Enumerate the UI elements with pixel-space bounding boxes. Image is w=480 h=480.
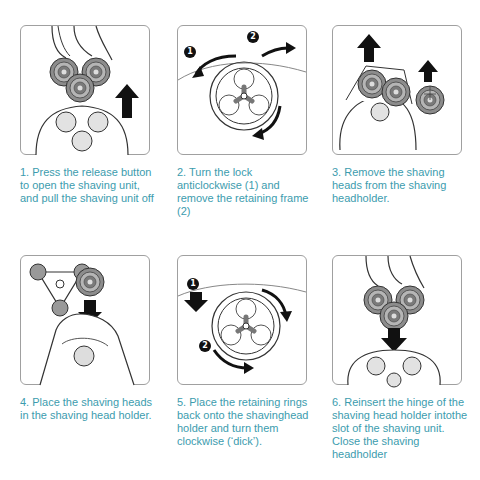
- panel-2-art: [178, 31, 306, 140]
- panel-6-art: [348, 256, 440, 387]
- callout-number: 2: [199, 340, 211, 352]
- panel-frame: [20, 255, 150, 385]
- panel-5-art: [178, 278, 306, 374]
- step-panel: 1. Press the release button to open the …: [20, 25, 156, 240]
- panel-frame: [332, 25, 462, 155]
- step-panel: 3. Remove the shaving heads from the sha…: [332, 25, 468, 240]
- step-caption: 3. Remove the shaving heads from the sha…: [332, 166, 468, 205]
- step-caption: 5. Place the retaining rings back onto t…: [177, 396, 313, 448]
- panel-1-art: [36, 26, 139, 155]
- callout-number: 2: [247, 31, 259, 43]
- step-caption: 6. Reinsert the hinge of the shaving hea…: [332, 396, 468, 461]
- step-caption: 1. Press the release button to open the …: [20, 166, 156, 205]
- step-panel: 2. Turn the lock anticlockwise (1) and r…: [177, 25, 313, 240]
- step-caption: 4. Place the shaving heads in the shavin…: [20, 396, 156, 422]
- panel-frame: [332, 255, 462, 385]
- panel-frame: [177, 255, 307, 385]
- panel-4-art: [30, 264, 134, 385]
- panel-3-art: [340, 34, 444, 150]
- panel-frame: [20, 25, 150, 155]
- callout-number: 1: [187, 278, 199, 290]
- step-panel: 4. Place the shaving heads in the shavin…: [20, 255, 156, 470]
- panel-frame: [177, 25, 307, 155]
- step-panel: 6. Reinsert the hinge of the shaving hea…: [332, 255, 468, 470]
- step-caption: 2. Turn the lock anticlockwise (1) and r…: [177, 166, 313, 218]
- step-panel: 5. Place the retaining rings back onto t…: [177, 255, 313, 470]
- callout-number: 1: [184, 46, 196, 58]
